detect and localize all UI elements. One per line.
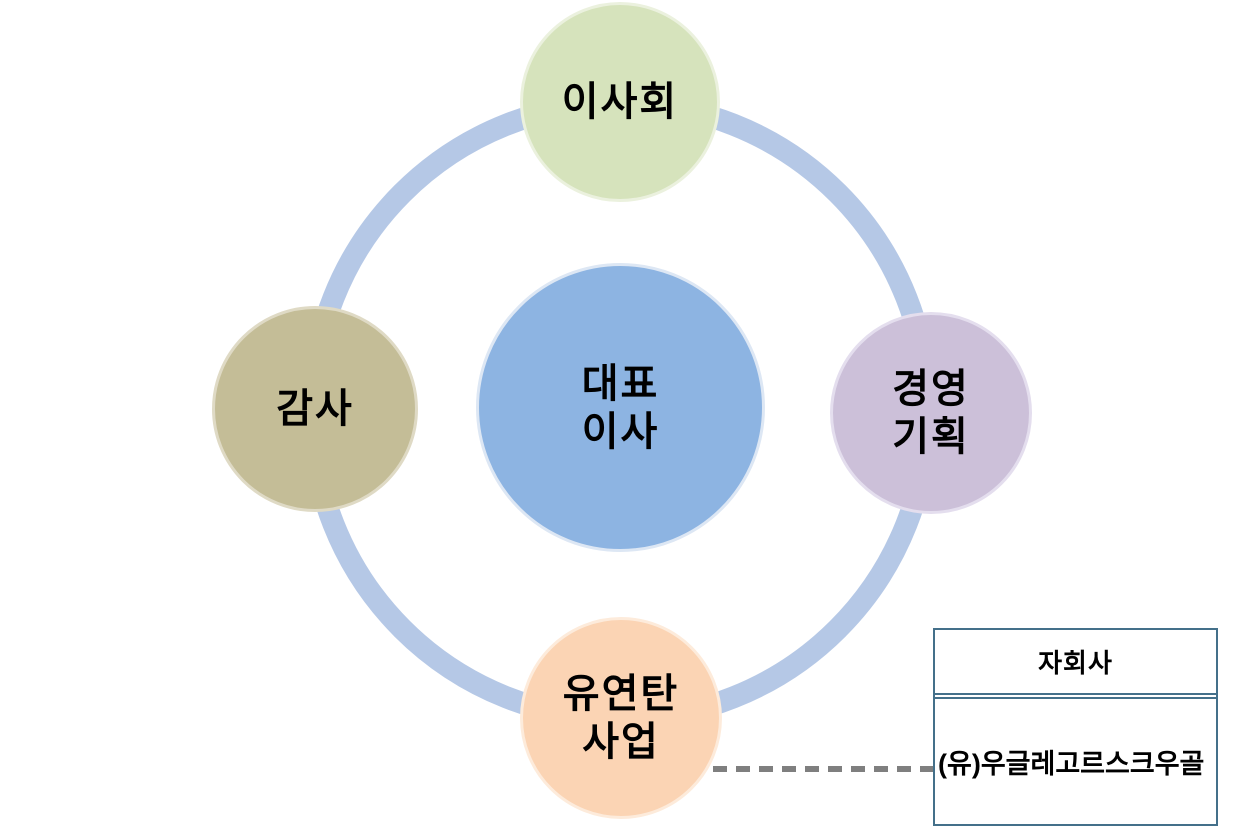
node-board-of-directors-label: 이사회 xyxy=(561,80,679,124)
node-coal-business: 유연탄 사업 xyxy=(520,617,722,819)
node-coal-business-label: 유연탄 사업 xyxy=(562,672,680,764)
node-ceo-label: 대표 이사 xyxy=(581,361,660,454)
node-management-planning-label: 경영 기획 xyxy=(892,367,970,459)
node-auditor: 감사 xyxy=(212,306,418,512)
subsidiary-table-row: (유)우글레고르스크우골 xyxy=(938,749,1205,779)
node-auditor-label: 감사 xyxy=(276,387,354,431)
subsidiary-table-separator xyxy=(935,695,1216,699)
node-board-of-directors: 이사회 xyxy=(520,2,720,202)
subsidiary-table-header: 자회사 xyxy=(935,630,1216,695)
node-ceo: 대표 이사 xyxy=(476,263,765,552)
subsidiary-table: 자회사 (유)우글레고르스크우골 xyxy=(933,628,1218,826)
node-management-planning: 경영 기획 xyxy=(830,312,1032,514)
